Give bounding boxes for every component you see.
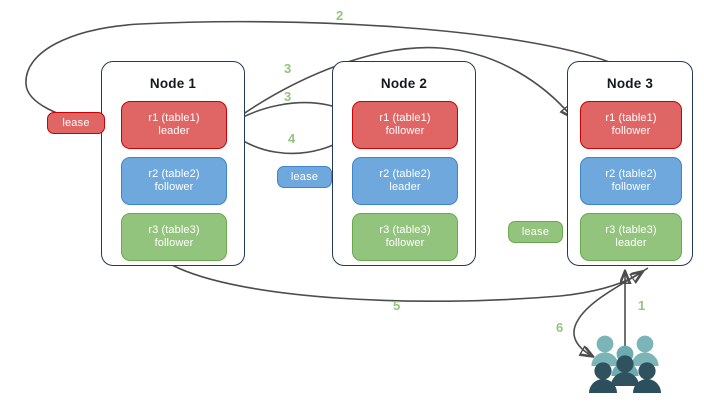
node-1-replica-r2-line1: r2 (table2) [148, 167, 200, 180]
node-2-replica-r2-line2: leader [389, 181, 421, 193]
node-2-replica-r2[interactable]: r2 (table2) leader [352, 157, 458, 205]
node-2-replica-r3-line2: follower [385, 237, 425, 249]
arrow-step-6 [573, 267, 649, 356]
arrow-step-5 [171, 264, 642, 303]
step-label-6: 6 [556, 320, 564, 335]
step-label-2: 2 [336, 8, 344, 23]
lease-chip-green[interactable]: lease [508, 221, 563, 243]
node-3-replica-r1[interactable]: r1 (table1) follower [580, 101, 682, 149]
node-2-title: Node 2 [380, 76, 428, 91]
node-2-replica-r1-line1: r1 (table1) [379, 111, 431, 124]
node-3-container[interactable]: Node 3 r1 (table1) follower r2 (table2) … [567, 61, 693, 266]
node-2-replica-r2-line1: r2 (table2) [379, 167, 431, 180]
node-3-title: Node 3 [606, 76, 654, 91]
node-3-replica-r3-line2: leader [615, 237, 647, 249]
node-2-replica-r1-line2: follower [385, 125, 425, 137]
people-group-icon [589, 335, 661, 393]
step-label-1: 1 [638, 298, 646, 313]
node-2-container[interactable]: Node 2 r1 (table1) follower r2 (table2) … [332, 61, 476, 266]
lease-chip-red[interactable]: lease [47, 112, 105, 134]
node-3-replica-r1-line1: r1 (table1) [605, 111, 657, 124]
node-2-replica-r1[interactable]: r1 (table1) follower [352, 101, 458, 149]
node-1-title: Node 1 [149, 76, 197, 91]
step-label-3a: 3 [284, 61, 292, 76]
arrow-step-3-upper [225, 46, 572, 127]
node-3-replica-r2-line2: follower [611, 181, 651, 193]
node-3-replica-r3-line1: r3 (table3) [605, 223, 657, 236]
node-2-replica-r3-line1: r3 (table3) [379, 223, 431, 236]
node-1-replica-r1[interactable]: r1 (table1) leader [121, 101, 227, 149]
step-label-5: 5 [393, 298, 401, 313]
node-1-replica-r1-line2: leader [158, 125, 190, 137]
node-1-container[interactable]: Node 1 r1 (table1) leader r2 (table2) fo… [101, 61, 245, 266]
lease-chip-blue[interactable]: lease [277, 166, 332, 188]
node-1-replica-r2-line2: follower [154, 181, 194, 193]
step-label-3b: 3 [284, 89, 292, 104]
node-3-replica-r3[interactable]: r3 (table3) leader [580, 213, 682, 261]
node-3-replica-r2[interactable]: r2 (table2) follower [580, 157, 682, 205]
node-1-replica-r1-line1: r1 (table1) [148, 111, 200, 124]
arrow-step-2 [25, 20, 613, 122]
node-1-replica-r3-line2: follower [154, 237, 194, 249]
node-3-replica-r1-line2: follower [611, 125, 651, 137]
node-1-replica-r3[interactable]: r3 (table3) follower [121, 213, 227, 261]
node-2-replica-r3[interactable]: r3 (table3) follower [352, 213, 458, 261]
step-label-4: 4 [288, 131, 296, 146]
node-1-replica-r3-line1: r3 (table3) [148, 223, 200, 236]
node-3-replica-r2-line1: r2 (table2) [605, 167, 657, 180]
node-1-replica-r2[interactable]: r2 (table2) follower [121, 157, 227, 205]
